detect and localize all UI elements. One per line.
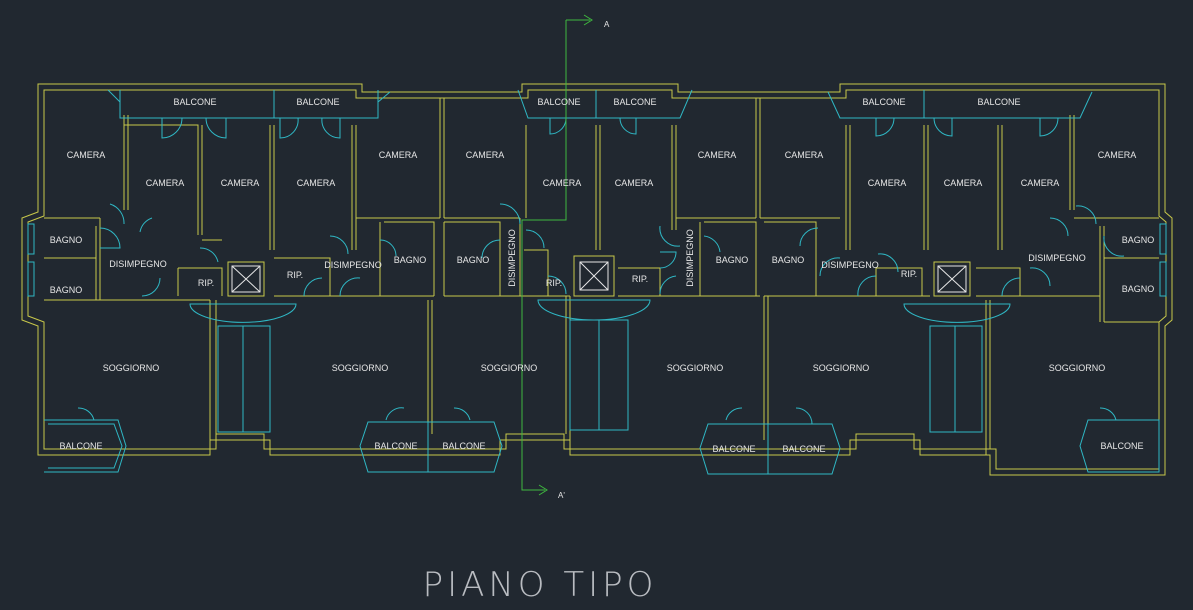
room-label: CAMERA — [146, 178, 185, 188]
room-label: BALCONE — [374, 441, 417, 451]
room-label: RIP. — [632, 274, 648, 284]
section-mark-bottom: A' — [558, 491, 565, 500]
room-label: BALCONE — [782, 444, 825, 454]
room-label: BALCONE — [712, 444, 755, 454]
room-label: CAMERA — [379, 150, 418, 160]
section-mark-top: A — [604, 20, 610, 29]
room-label: DISIMPEGNO — [821, 260, 879, 270]
room-label: BAGNO — [716, 255, 749, 265]
drawing-title: PIANO TIPO — [423, 565, 658, 605]
room-label: SOGGIORNO — [481, 363, 538, 373]
room-label: DISIMPEGNO — [109, 259, 167, 269]
interior-walls — [44, 98, 1159, 455]
room-label: BAGNO — [50, 285, 83, 295]
room-label: DISIMPEGNO — [685, 229, 695, 287]
room-label: CAMERA — [221, 178, 260, 188]
room-label: RIP. — [901, 269, 917, 279]
room-label: CAMERA — [615, 178, 654, 188]
room-label: BAGNO — [457, 255, 490, 265]
room-label: RIP. — [287, 270, 303, 280]
room-label: CAMERA — [944, 178, 983, 188]
room-labels: BALCONE BALCONE BALCONE BALCONE BALCONE … — [50, 97, 1155, 454]
elevator-symbols — [231, 261, 967, 293]
room-label: DISIMPEGNO — [507, 229, 517, 287]
fixtures — [27, 89, 1167, 475]
room-label: BAGNO — [50, 235, 83, 245]
room-label: BALCONE — [977, 97, 1020, 107]
room-label: BALCONE — [296, 97, 339, 107]
room-label: BAGNO — [772, 255, 805, 265]
room-label: CAMERA — [466, 150, 505, 160]
room-label: CAMERA — [67, 150, 106, 160]
room-label: BALCONE — [537, 97, 580, 107]
room-label: BALCONE — [442, 441, 485, 451]
room-label: SOGGIORNO — [667, 363, 724, 373]
room-label: BAGNO — [1122, 284, 1155, 294]
room-label: CAMERA — [785, 150, 824, 160]
room-label: BAGNO — [1122, 235, 1155, 245]
room-label: DISIMPEGNO — [1028, 253, 1086, 263]
room-label: CAMERA — [868, 178, 907, 188]
room-label: BALCONE — [59, 441, 102, 451]
room-label: RIP. — [546, 278, 562, 288]
room-label: CAMERA — [1098, 150, 1137, 160]
room-label: CAMERA — [1021, 178, 1060, 188]
room-label: CAMERA — [543, 178, 582, 188]
outer-walls — [21, 83, 1173, 476]
room-label: SOGGIORNO — [813, 363, 870, 373]
room-label: CAMERA — [297, 178, 336, 188]
room-label: BALCONE — [173, 97, 216, 107]
room-label: SOGGIORNO — [332, 363, 389, 373]
room-label: BAGNO — [394, 255, 427, 265]
room-label: CAMERA — [698, 150, 737, 160]
room-label: BALCONE — [613, 97, 656, 107]
room-label: SOGGIORNO — [1049, 363, 1106, 373]
room-label: BALCONE — [862, 97, 905, 107]
room-label: BALCONE — [1100, 441, 1143, 451]
room-label: RIP. — [198, 278, 214, 288]
room-label: DISIMPEGNO — [324, 260, 382, 270]
room-label: SOGGIORNO — [103, 363, 160, 373]
section-line — [521, 14, 593, 496]
